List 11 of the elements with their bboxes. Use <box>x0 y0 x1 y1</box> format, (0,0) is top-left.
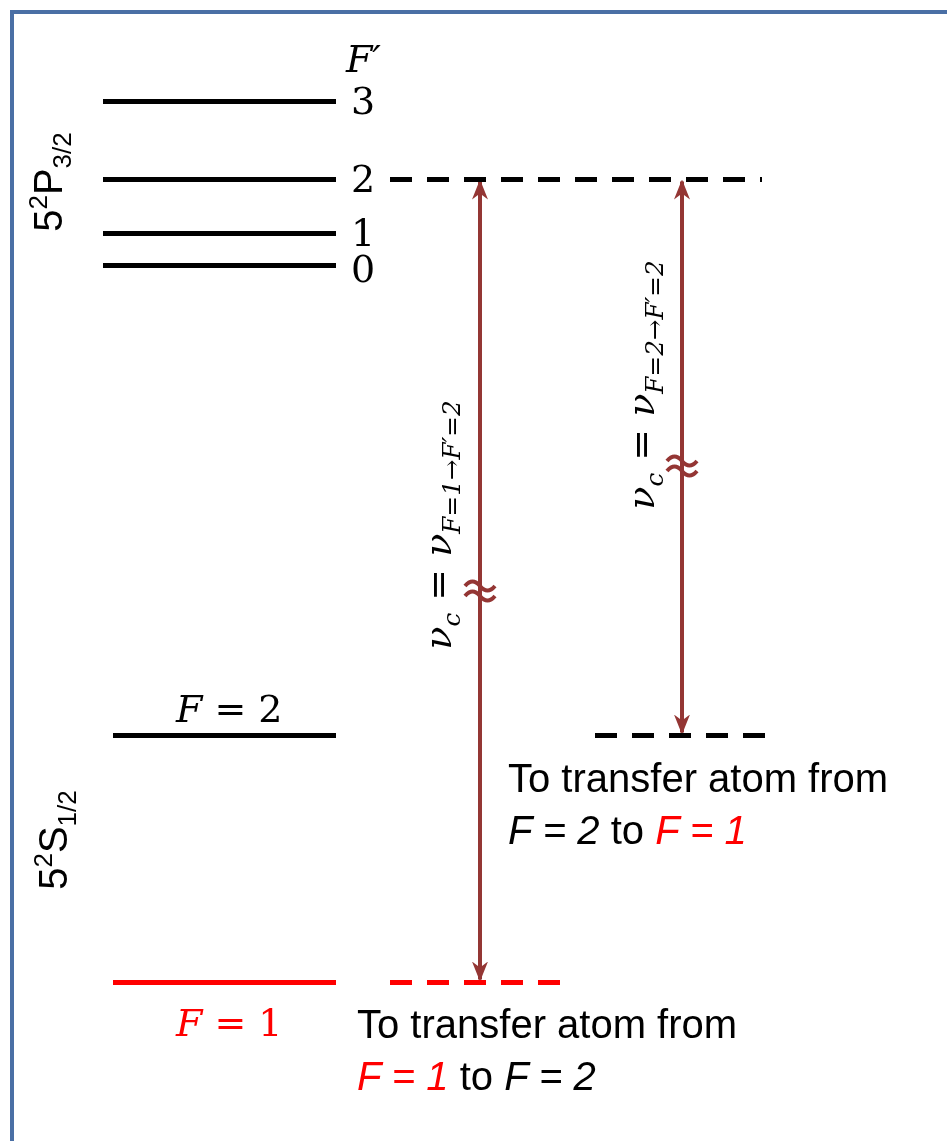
transition-arrow <box>674 179 690 735</box>
level-label: F = 1 <box>176 1004 283 1042</box>
level-label: 0 <box>351 250 376 288</box>
level-label: F = 2 <box>176 690 283 728</box>
level-label: 2 <box>351 160 376 198</box>
level-label: 1 <box>351 214 376 252</box>
level-label: 3 <box>351 82 376 120</box>
annotation-text: To transfer atom from F = 2 to F = 1 <box>508 755 890 854</box>
annotation-text: To transfer atom from F = 1 to F = 2 <box>357 1001 739 1100</box>
transition-arrow <box>472 179 488 982</box>
column-heading: F′ <box>346 40 381 78</box>
